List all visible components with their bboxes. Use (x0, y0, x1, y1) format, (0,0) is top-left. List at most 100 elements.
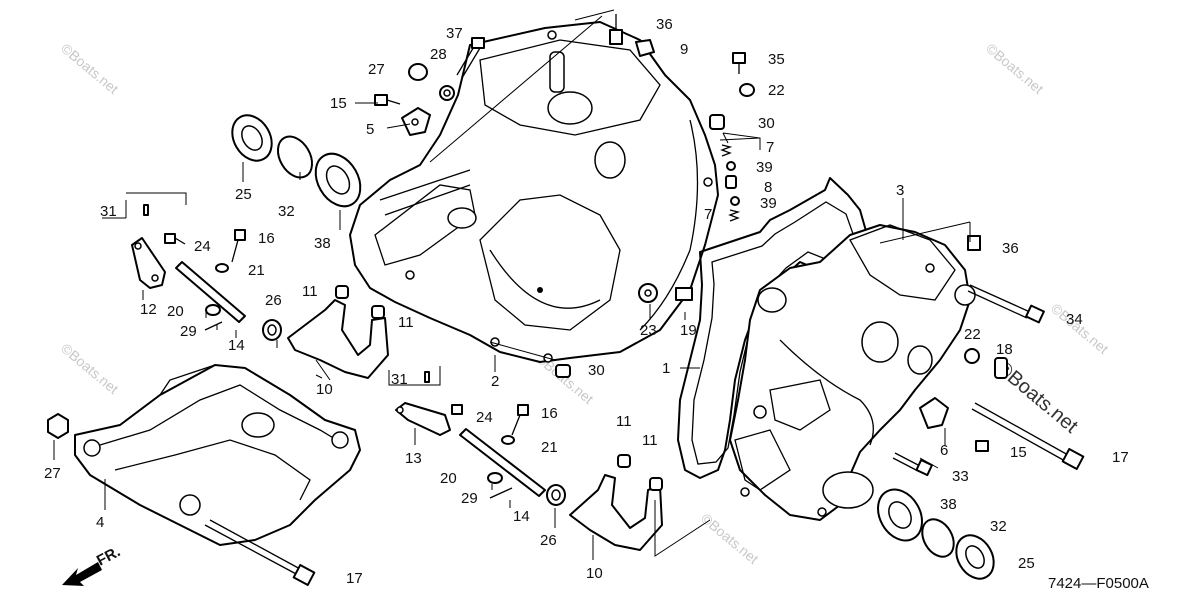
seal-26-center (546, 484, 566, 506)
callout-9: 9 (680, 41, 688, 58)
bolt-15-right (975, 440, 989, 452)
callout-22-right: 22 (964, 326, 981, 343)
callout-26-left: 26 (265, 292, 282, 309)
front-direction-arrow: FR. (62, 543, 123, 586)
callout-39-upper: 39 (756, 159, 773, 176)
callout-32-right: 32 (990, 518, 1007, 535)
washer-20-left (205, 304, 221, 316)
pin-29-left (204, 321, 223, 331)
callout-19: 19 (680, 322, 697, 339)
bolt-35 (732, 52, 746, 74)
callout-15-upper: 15 (330, 95, 347, 112)
callout-27-lower: 27 (44, 465, 61, 482)
plug-9 (635, 39, 655, 57)
callout-10-center: 10 (586, 565, 603, 582)
bolt-17-lower (204, 519, 316, 586)
washer-28 (439, 85, 455, 101)
sensor-18 (994, 357, 1008, 379)
callout-32-left: 32 (278, 203, 295, 220)
lower-cover (74, 364, 361, 546)
pin-11-c (617, 454, 631, 468)
right-crankcase-half (729, 224, 976, 521)
callout-1: 1 (662, 360, 670, 377)
callout-11-b: 11 (398, 314, 414, 331)
callout-28: 28 (430, 46, 447, 63)
callout-20-left: 20 (167, 303, 184, 320)
bolt-15-upper (374, 94, 401, 106)
bearing-38-left (314, 152, 362, 208)
callout-6: 6 (940, 442, 948, 459)
shaft-14-left (175, 261, 246, 323)
callout-25-right: 25 (1018, 555, 1035, 572)
seal-26-left (262, 319, 282, 341)
oil-seal-25-right (955, 534, 995, 580)
callout-36-right: 36 (1002, 240, 1019, 257)
callout-29-left: 29 (180, 323, 197, 340)
left-crankcase-half (349, 21, 719, 363)
callout-38-left: 38 (314, 235, 331, 252)
callout-8: 8 (764, 179, 772, 196)
callout-7-upper: 7 (766, 139, 774, 156)
bolt-17-right (971, 402, 1085, 470)
callout-14-left: 14 (228, 337, 245, 354)
bolt-19 (675, 287, 693, 301)
bracket-5 (401, 107, 431, 136)
bracket-6 (919, 397, 949, 429)
callout-16-left: 16 (258, 230, 275, 247)
ball-39-top (726, 161, 736, 171)
key-31-left (143, 204, 149, 216)
pin-11-a (335, 285, 349, 299)
bolt-16-center (511, 404, 529, 436)
callout-31-center: 31 (391, 371, 408, 388)
bolt-24-center (451, 404, 463, 415)
bearing-38-right (877, 488, 923, 542)
callout-30-center: 30 (588, 362, 605, 379)
washer-22-top (739, 83, 755, 97)
callout-16-center: 16 (541, 405, 558, 422)
callout-23: 23 (640, 322, 657, 339)
callout-39-lower: 39 (760, 195, 777, 212)
callout-18: 18 (996, 341, 1013, 358)
fork-10-left (287, 299, 389, 379)
callout-27-upper: 27 (368, 61, 385, 78)
shaft-14-center (459, 428, 546, 497)
callout-17-right: 17 (1112, 449, 1129, 466)
callout-21-left: 21 (248, 262, 265, 279)
washer-23 (638, 283, 658, 303)
bolt-24-left (164, 233, 186, 245)
washer-22-right (964, 348, 980, 364)
callout-11-a: 11 (302, 283, 318, 300)
callout-37: 37 (446, 25, 463, 42)
callout-5: 5 (366, 121, 374, 138)
callout-labels: 1 2 3 4 5 15 6 7 7 8 9 10 10 11 11 11 11… (44, 16, 1129, 587)
callout-26-center: 26 (540, 532, 557, 549)
callout-12: 12 (140, 301, 157, 318)
bolt-16-left (231, 229, 246, 263)
watermark-mid-right: ©Boats.net (1048, 300, 1112, 357)
callout-4: 4 (96, 514, 104, 531)
pin-11-d (649, 477, 663, 491)
callout-7-lower: 7 (704, 206, 712, 223)
callout-30-top: 30 (758, 115, 775, 132)
callout-31-left: 31 (100, 203, 117, 220)
watermark-bottom: ©Boats.net (698, 510, 762, 567)
callout-38-right: 38 (940, 496, 957, 513)
callout-24-center: 24 (476, 409, 493, 426)
bolt-33 (892, 452, 933, 477)
callout-25-left: 25 (235, 186, 252, 203)
oring-21-center (501, 435, 515, 445)
bolt-36-right (967, 235, 981, 251)
callout-10-left: 10 (316, 381, 333, 398)
bolt-34 (967, 284, 1045, 324)
callout-21-center: 21 (541, 439, 558, 456)
callout-3: 3 (896, 182, 904, 199)
lever-12 (131, 237, 166, 289)
callout-20-center: 20 (440, 470, 457, 487)
pin-29-center (489, 487, 513, 499)
callout-2: 2 (491, 373, 499, 390)
watermark-top-right: ©Boats.net (983, 40, 1047, 97)
watermark-top-left: ©Boats.net (58, 40, 122, 97)
callout-17-lower: 17 (346, 570, 363, 587)
circlip-32-right (921, 518, 955, 558)
nut-27-lower (47, 413, 69, 439)
